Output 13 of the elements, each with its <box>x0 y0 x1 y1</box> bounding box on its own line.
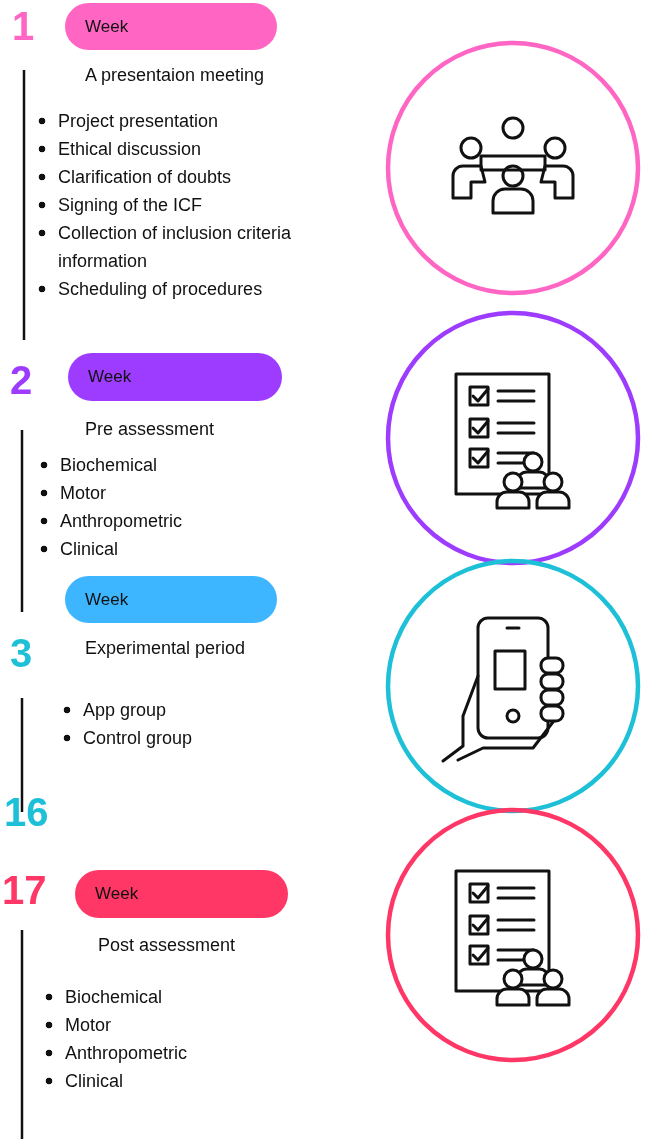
week-number: 17 <box>2 868 47 912</box>
week-number: 2 <box>10 358 33 402</box>
week-number: 3 <box>10 631 33 675</box>
section-heading: A presentaion meeting <box>85 64 265 87</box>
section-heading: Post assessment <box>98 934 236 957</box>
week-pill: Week <box>65 3 277 50</box>
week-pill: Week <box>65 576 277 623</box>
week-number: 1 <box>12 4 35 48</box>
week-pill: Week <box>75 870 288 918</box>
week-number: 16 <box>4 790 49 834</box>
week-pill: Week <box>68 353 282 401</box>
section-heading: Experimental period <box>85 637 246 660</box>
section-heading: Pre assessment <box>85 418 215 441</box>
